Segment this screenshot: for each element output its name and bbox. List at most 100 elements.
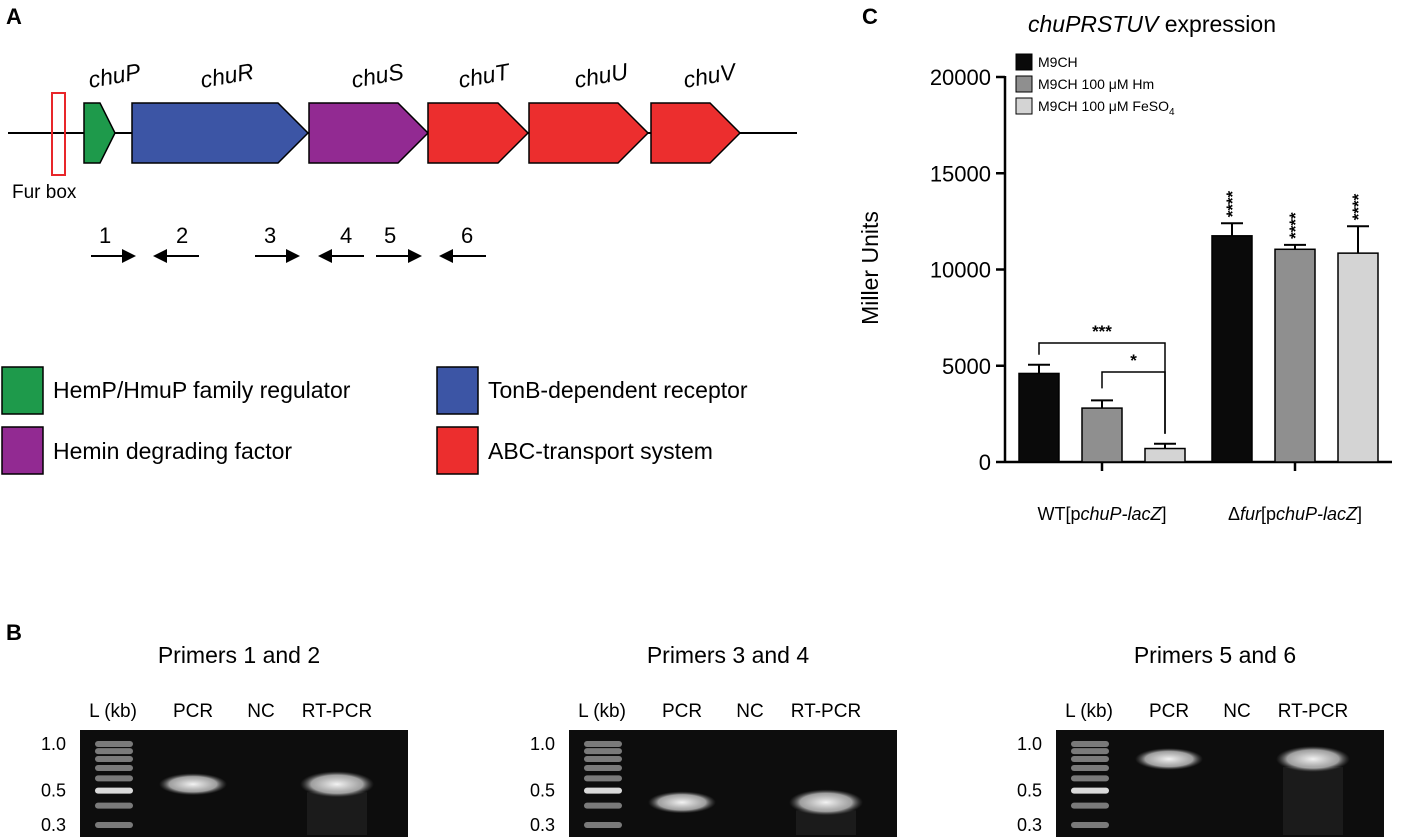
significance-label-fur: **** xyxy=(1223,190,1242,217)
y-axis-title: Miller Units xyxy=(857,211,883,325)
ladder-band xyxy=(1071,802,1109,809)
gel-image xyxy=(569,730,897,837)
lane-label: PCR xyxy=(173,701,213,722)
ladder-band xyxy=(584,822,622,828)
chart-legend-label-m9ch: M9CH xyxy=(1038,54,1078,70)
ladder-band xyxy=(1071,822,1109,828)
gene-chuU-arrow xyxy=(528,102,650,164)
gene-chuR-arrow xyxy=(131,102,310,164)
primer-label-5: 5 xyxy=(384,223,396,248)
panel-c-letter: C xyxy=(862,4,878,29)
primer-arrowhead-5 xyxy=(408,249,422,263)
gene-chuT-arrow xyxy=(427,102,530,164)
gel-title: Primers 5 and 6 xyxy=(1134,642,1296,668)
primer-label-2: 2 xyxy=(176,223,188,248)
gene-chuP-arrow xyxy=(83,102,116,164)
marker-label: 0.3 xyxy=(41,815,66,835)
legend-label-hemin: Hemin degrading factor xyxy=(53,438,292,464)
gene-chuS-arrow xyxy=(308,102,430,164)
fur-box-marker xyxy=(51,92,66,176)
y-tick-label: 10000 xyxy=(930,258,991,283)
bar xyxy=(1018,372,1060,463)
lane-label: PCR xyxy=(1149,701,1189,722)
significance-bracket-inner xyxy=(1101,371,1166,434)
primer-arrowhead-1 xyxy=(122,249,136,263)
ladder-band xyxy=(584,741,622,747)
pcr-band xyxy=(648,791,716,814)
primer-label-6: 6 xyxy=(461,223,473,248)
primer-arrows: 1 2 3 4 5 6 xyxy=(91,223,486,263)
gene-legend: HemP/HmuP family regulator TonB-dependen… xyxy=(1,366,748,475)
primer-label-1: 1 xyxy=(99,223,111,248)
legend-label-receptor: TonB-dependent receptor xyxy=(488,377,748,403)
legend-label-regulator: HemP/HmuP family regulator xyxy=(53,377,351,403)
ladder-band xyxy=(95,775,133,782)
gel-title: Primers 1 and 2 xyxy=(158,642,320,668)
bar xyxy=(1081,407,1123,463)
lane-label: L (kb) xyxy=(1065,701,1113,722)
ladder-band xyxy=(1071,787,1109,794)
marker-label: 0.3 xyxy=(1017,815,1042,835)
marker-label: 1.0 xyxy=(530,734,555,754)
gene-label-chuU: chuU xyxy=(572,58,630,93)
gene-label-chuR: chuR xyxy=(198,58,255,93)
ladder-band xyxy=(584,802,622,809)
chart-legend: M9CH M9CH 100 μM Hm M9CH 100 μM FeSO4 xyxy=(1015,53,1175,118)
bar xyxy=(1274,248,1316,463)
marker-label: 0.5 xyxy=(41,781,66,801)
primer-arrowhead-3 xyxy=(286,249,300,263)
y-tick-label: 20000 xyxy=(930,65,991,90)
lane-label: RT-PCR xyxy=(302,701,372,722)
marker-label: 1.0 xyxy=(41,734,66,754)
ladder-band xyxy=(95,822,133,828)
fur-box-label: Fur box xyxy=(12,182,77,203)
lane-label: L (kb) xyxy=(578,701,626,722)
significance-label-fur: **** xyxy=(1349,193,1368,220)
legend-swatch-hemin xyxy=(1,426,44,475)
ladder-band xyxy=(584,764,622,771)
rt-pcr-smear xyxy=(1283,767,1343,835)
ladder-band xyxy=(95,764,133,771)
significance-label-inner: * xyxy=(1130,351,1137,370)
lane-label: NC xyxy=(736,701,763,722)
ladder-band xyxy=(1071,748,1109,755)
lane-label: RT-PCR xyxy=(1278,701,1348,722)
bar xyxy=(1144,447,1186,463)
ladder-band xyxy=(584,748,622,755)
rt-pcr-band xyxy=(300,771,374,798)
ladder-band xyxy=(95,748,133,755)
legend-swatch-regulator xyxy=(1,366,44,415)
lane-label: NC xyxy=(247,701,274,722)
significance-label-fur: **** xyxy=(1286,212,1305,239)
marker-label: 1.0 xyxy=(1017,734,1042,754)
chart-legend-swatch-m9ch xyxy=(1015,53,1033,71)
ladder-band xyxy=(1071,741,1109,747)
rt-pcr-band xyxy=(1276,746,1350,773)
bar xyxy=(1337,252,1379,463)
ladder-band xyxy=(1071,756,1109,763)
chart-legend-swatch-feso4 xyxy=(1015,97,1033,115)
primer-arrowhead-4 xyxy=(318,249,332,263)
ladder-band xyxy=(95,787,133,794)
marker-label: 0.5 xyxy=(1017,781,1042,801)
marker-label: 0.3 xyxy=(530,815,555,835)
y-tick-label: 0 xyxy=(979,450,991,475)
pcr-band xyxy=(1135,748,1203,771)
gene-label-chuV: chuV xyxy=(681,58,740,93)
rt-pcr-smear xyxy=(307,792,367,835)
chart-legend-label-hm: M9CH 100 μM Hm xyxy=(1038,76,1154,92)
ladder-band xyxy=(95,802,133,809)
ladder-band xyxy=(95,741,133,747)
category-label-wt: WT[pchuP-lacZ] xyxy=(1037,504,1166,524)
panel-b-letter: B xyxy=(6,620,22,645)
marker-label: 0.5 xyxy=(530,781,555,801)
pcr-band xyxy=(159,773,227,796)
ladder-band xyxy=(584,787,622,794)
lane-label: PCR xyxy=(662,701,702,722)
legend-swatch-receptor xyxy=(436,366,479,415)
chart-legend-swatch-hm xyxy=(1015,75,1033,93)
y-tick-label: 15000 xyxy=(930,161,991,186)
gene-label-chuS: chuS xyxy=(349,58,406,93)
